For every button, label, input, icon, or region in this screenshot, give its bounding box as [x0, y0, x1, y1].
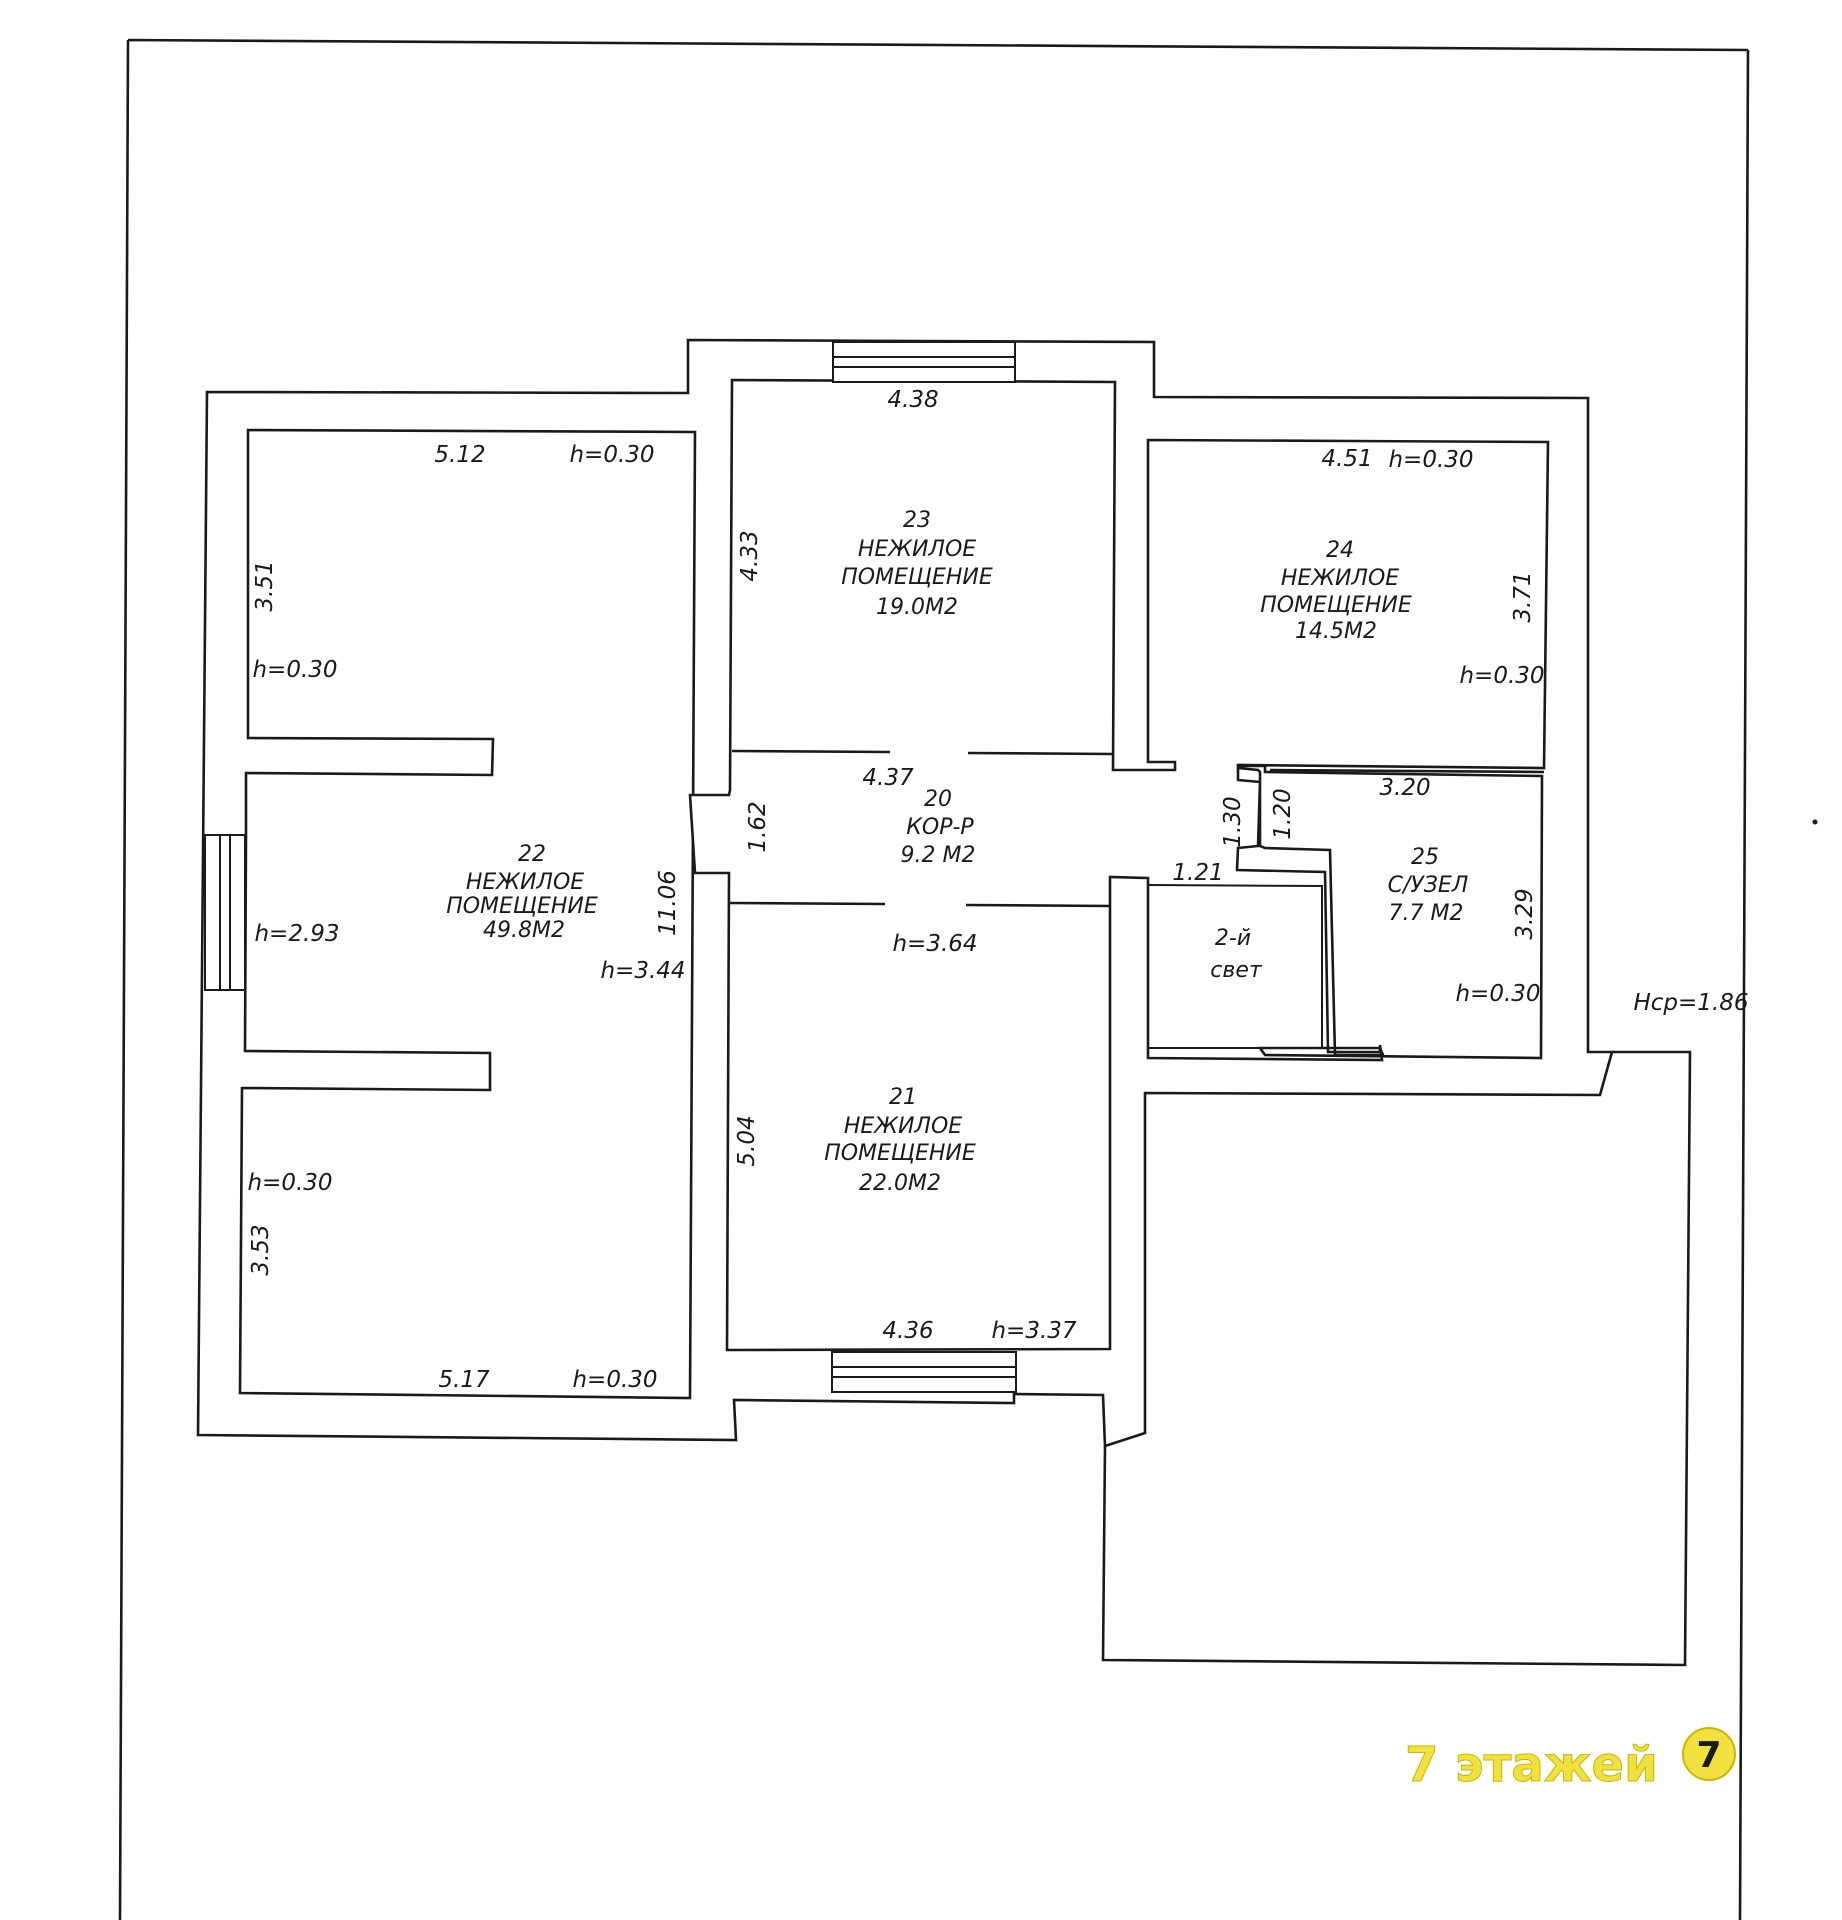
dim-label: 5.04: [734, 1115, 760, 1166]
dim-label: 1.21: [1172, 860, 1223, 886]
room-23-name-2: ПОМЕЩЕНИЕ: [841, 565, 993, 590]
room-21-name-2: ПОМЕЩЕНИЕ: [824, 1141, 976, 1166]
height-label: Нср=1.86: [1633, 990, 1748, 1016]
dim-label: 4.36: [882, 1318, 933, 1344]
room-22-name-2: ПОМЕЩЕНИЕ: [446, 894, 598, 919]
partition-line: [729, 901, 886, 906]
partition-line: [965, 903, 1111, 908]
window-left: [204, 834, 246, 991]
dim-label: 5.17: [438, 1367, 490, 1393]
dim-label: 3.53: [248, 1224, 274, 1275]
room-20-number: 20: [924, 787, 952, 812]
room-23-number: 23: [903, 508, 931, 533]
room-22-area: 49.8М2: [483, 918, 565, 943]
dim-label: 4.38: [887, 387, 938, 413]
dim-label: 1.30: [1220, 796, 1246, 847]
room-23-outline: [688, 378, 1550, 1352]
dim-label: 3.29: [1512, 888, 1538, 939]
dim-label: 11.06: [655, 870, 681, 936]
room-23-name-1: НЕЖИЛОЕ: [858, 537, 976, 562]
room-24-name-1: НЕЖИЛОЕ: [1281, 566, 1399, 591]
dim-label: 3.20: [1379, 775, 1430, 801]
room-23-area: 19.0М2: [876, 595, 958, 620]
dim-label: 5.12: [434, 442, 485, 468]
partition-line: [1269, 768, 1545, 774]
room-22-name-1: НЕЖИЛОЕ: [466, 870, 584, 895]
window-bottom: [831, 1351, 1017, 1393]
height-label: h=3.37: [991, 1318, 1076, 1344]
room-20-name: КОР-Р: [906, 815, 974, 840]
room-24-name-2: ПОМЕЩЕНИЕ: [1260, 593, 1412, 618]
height-label: h=0.30: [1459, 663, 1544, 689]
dim-label: 3.71: [1510, 571, 1536, 622]
second-light-label-2: свет: [1210, 958, 1263, 983]
height-label: h=0.30: [1388, 447, 1473, 473]
dim-label: 4.33: [737, 530, 763, 581]
height-label: h=0.30: [1455, 981, 1540, 1007]
room-21-number: 21: [889, 1085, 917, 1110]
partition-line: [967, 751, 1113, 756]
height-label: h=3.64: [892, 931, 977, 957]
second-light-box: [1147, 884, 1323, 1049]
room-25-area: 7.7 М2: [1389, 901, 1464, 926]
height-label: h=2.93: [254, 921, 339, 947]
room-20-area: 9.2 М2: [901, 843, 976, 868]
dim-label: 1.62: [745, 801, 771, 852]
room-25-number: 25: [1411, 845, 1439, 870]
watermark-text: 7 этажей: [1405, 1737, 1659, 1794]
room-24-number: 24: [1326, 538, 1354, 563]
sheet-border: [118, 38, 1750, 1920]
room-25-name: С/УЗЕЛ: [1388, 873, 1469, 898]
logo-glyph: 7: [1696, 1735, 1721, 1776]
dim-label: 1.20: [1270, 788, 1296, 839]
dim-label: 3.51: [252, 560, 278, 611]
partition-line: [731, 749, 891, 754]
room-24-area: 14.5М2: [1295, 619, 1377, 644]
room-22-number: 22: [518, 842, 546, 867]
room-22-outline: [238, 428, 697, 1400]
dim-label: 4.51: [1321, 446, 1372, 472]
room-21-name-1: НЕЖИЛОЕ: [844, 1114, 962, 1139]
room-21-area: 22.0М2: [859, 1171, 941, 1196]
window-top: [832, 341, 1016, 383]
height-label: h=0.30: [569, 442, 654, 468]
dim-label: 4.37: [862, 765, 914, 791]
height-label: h=0.30: [247, 1170, 332, 1196]
seven-logo-icon: 7: [1682, 1727, 1736, 1781]
annex-outline: [1101, 1050, 1692, 1667]
scan-dot: [1812, 819, 1818, 825]
height-label: h=0.30: [252, 657, 337, 683]
height-label: h=3.44: [600, 958, 685, 984]
height-label: h=0.30: [572, 1367, 657, 1393]
second-light-label-1: 2-й: [1215, 926, 1251, 951]
